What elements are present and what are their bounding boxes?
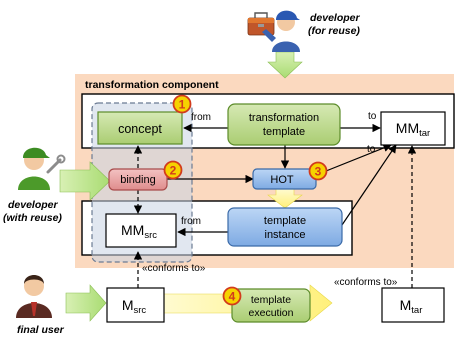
template-instance-box xyxy=(227,207,343,247)
mm-src-sub: src xyxy=(144,230,157,241)
transformation-template-label-l2: template xyxy=(263,126,305,138)
template-execution-box xyxy=(231,288,311,323)
label-conforms-right: «conforms to» xyxy=(334,277,398,288)
template-execution-label-l1: template xyxy=(251,294,291,306)
developer-reuse-arrow xyxy=(267,51,303,79)
component-title: transformation component xyxy=(85,79,219,91)
label-from-top: from xyxy=(191,112,211,123)
final-user-label: final user xyxy=(17,324,65,336)
developer-with-wrench-icon xyxy=(18,147,66,190)
m-tar-sub: tar xyxy=(411,305,422,316)
edge-instance-to-mmtar xyxy=(341,144,397,226)
concept-box xyxy=(97,111,183,145)
developer-with-reuse-label-l2: (with reuse) xyxy=(3,212,62,224)
label-to-top: to xyxy=(368,111,377,122)
hot-output-arrow xyxy=(267,188,303,209)
badge-4-label: 4 xyxy=(229,290,236,304)
hot-label: HOT xyxy=(270,174,294,186)
template-execution-label-l2: execution xyxy=(249,307,294,319)
badge-1: 1 xyxy=(172,94,192,114)
developer-with-reuse-arrow xyxy=(59,161,111,201)
mm-tar-sub: tar xyxy=(419,128,430,139)
mm-src-box xyxy=(105,213,177,248)
badge-2-label: 2 xyxy=(170,164,177,178)
template-instance-label-l1: template xyxy=(264,215,306,227)
badge-1-label: 1 xyxy=(179,98,186,112)
badge-3-label: 3 xyxy=(315,165,322,179)
transformation-template-label-l1: transformation xyxy=(249,112,319,124)
final-user-arrow xyxy=(65,284,107,322)
label-from-bottom: from xyxy=(181,216,201,227)
badge-4: 4 xyxy=(222,286,242,306)
businessman-icon xyxy=(16,275,52,318)
developer-with-toolbox-icon xyxy=(247,10,300,52)
mm-tar-box xyxy=(380,111,446,146)
badge-2: 2 xyxy=(163,160,183,180)
label-conforms-left: «conforms to» xyxy=(142,263,206,274)
binding-label: binding xyxy=(120,174,155,186)
mm-tar-main: MM xyxy=(396,120,419,136)
mm-src-main: MM xyxy=(121,222,144,238)
m-src-main: M xyxy=(122,297,134,313)
developer-reuse-label-l1: developer xyxy=(310,12,361,24)
edge-hot-to-mmtar xyxy=(315,143,392,176)
m-tar-main: M xyxy=(400,297,412,313)
concept-label: concept xyxy=(118,122,162,136)
m-src-sub: src xyxy=(134,305,147,316)
mm-tar-label: MMtar xyxy=(396,120,430,139)
m-tar-box xyxy=(381,287,445,323)
m-src-box xyxy=(106,287,165,323)
label-to-hot: to xyxy=(367,144,376,155)
m-src-label: Msrc xyxy=(122,297,147,316)
binding-box xyxy=(108,168,168,191)
mm-src-label: MMsrc xyxy=(121,222,157,241)
m-tar-label: Mtar xyxy=(400,297,423,316)
template-instance-label-l2: instance xyxy=(265,229,306,241)
transformation-template-box xyxy=(227,103,341,146)
badge-3: 3 xyxy=(308,161,328,181)
developer-reuse-label-l2: (for reuse) xyxy=(308,25,360,37)
developer-with-reuse-label-l1: developer xyxy=(8,199,59,211)
